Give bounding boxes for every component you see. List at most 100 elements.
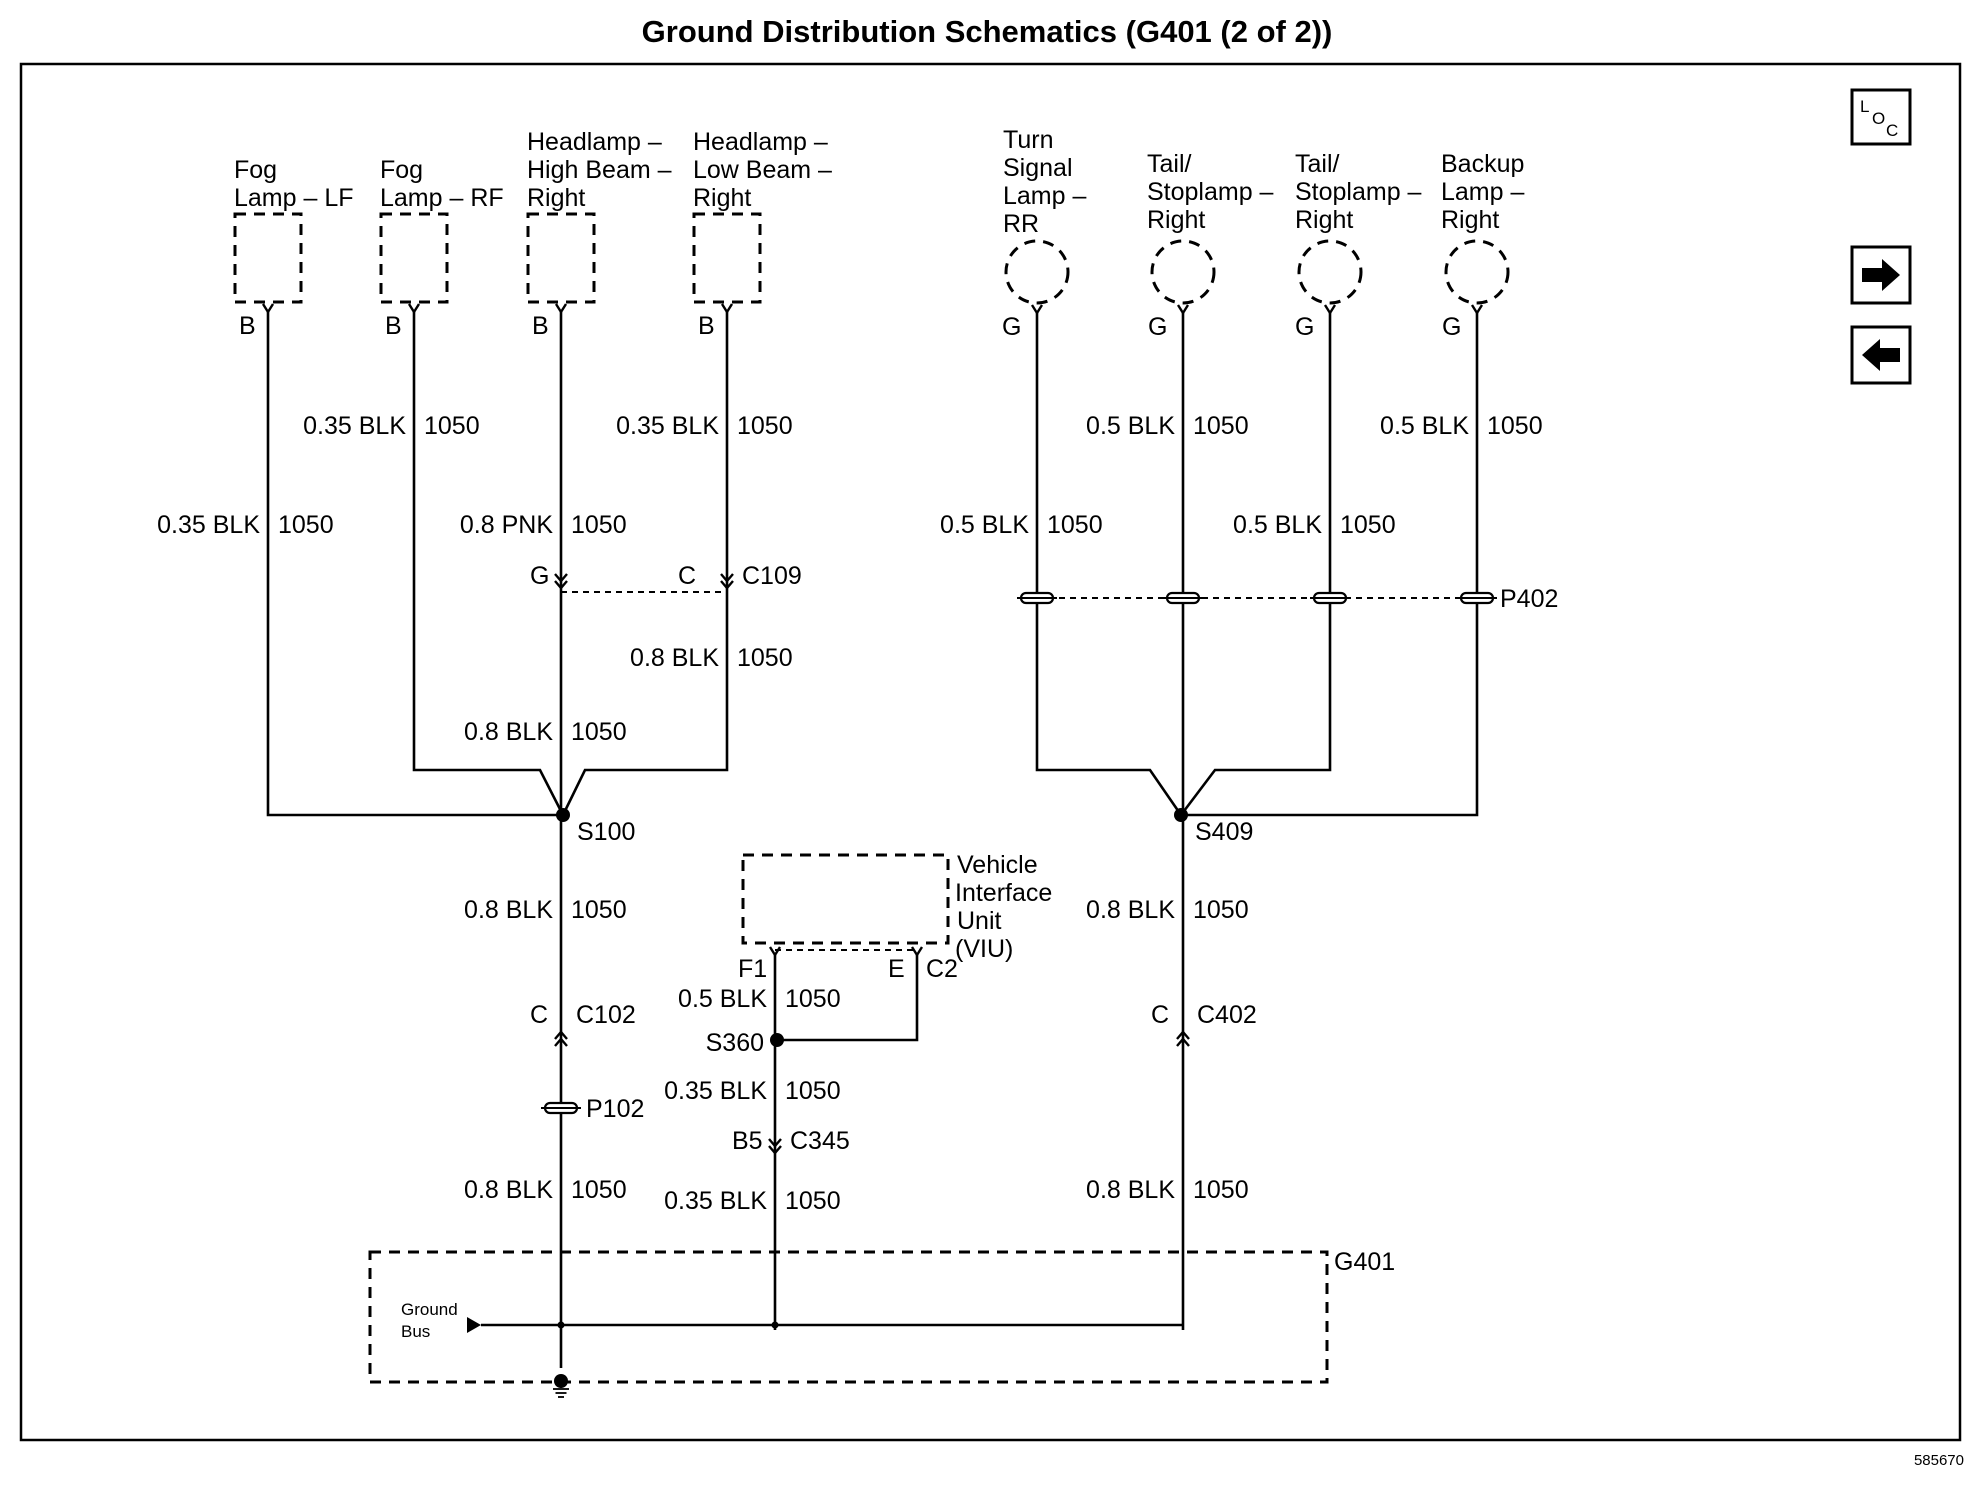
wire-p102-down-gauge: 0.8 BLK <box>464 1176 553 1204</box>
fog-lf-pin: B <box>239 312 256 340</box>
wire-s409-down-gauge: 0.8 BLK <box>1086 896 1175 924</box>
page-title: Ground Distribution Schematics (G401 (2 … <box>641 14 1333 49</box>
wire-hl-low-gauge: 0.35 BLK <box>616 412 719 440</box>
headlamp-low-beam-component <box>692 212 762 304</box>
wire-tail1-circuit: 1050 <box>1193 412 1249 440</box>
connector-p402: P402 <box>1500 585 1558 613</box>
wire-hl-high-gauge: 0.8 PNK <box>460 511 553 539</box>
viu-pin-e: E <box>888 955 905 983</box>
loc-letter-o: O <box>1872 109 1885 128</box>
splice-s409-label: S409 <box>1195 818 1253 846</box>
wire-hl-low <box>561 312 729 816</box>
tail2-pin: G <box>1295 313 1314 341</box>
ground-symbol-icon <box>553 1381 569 1398</box>
splice-s360-label: S360 <box>706 1029 764 1057</box>
wire-fog-rf <box>412 312 565 816</box>
c102-pin: C <box>530 1001 548 1029</box>
tail-stoplamp-right-component <box>1150 239 1216 305</box>
wire-tail2 <box>1179 313 1332 816</box>
wire-c402-down-gauge: 0.8 BLK <box>1086 1176 1175 1204</box>
connector-c102: C102 <box>576 1001 636 1029</box>
turn-signal-pin: G <box>1002 313 1021 341</box>
tail-stoplamp-label: Tail/Stoplamp –Right <box>1147 150 1274 234</box>
headlamp-low-beam-label: Headlamp –Low Beam –Right <box>693 128 832 212</box>
wire-s100-down-circuit: 1050 <box>571 896 627 924</box>
c109-pin-g: G <box>530 562 549 590</box>
splice-s100 <box>556 808 570 822</box>
wire-backup-gauge: 0.5 BLK <box>1380 412 1469 440</box>
wire-fog-rf-gauge: 0.35 BLK <box>303 412 406 440</box>
viu-pin-f1: F1 <box>738 955 767 983</box>
wire-fog-lf <box>266 312 563 817</box>
wire-hl-high-circuit: 1050 <box>571 511 627 539</box>
ground-g401-box <box>368 1250 1329 1384</box>
backup-pin: G <box>1442 313 1461 341</box>
fog-rf-pin: B <box>385 312 402 340</box>
wire-c345-down-gauge: 0.35 BLK <box>664 1187 767 1215</box>
viu-connector-c2: C2 <box>926 955 958 983</box>
wire-c345-down-circuit: 1050 <box>785 1187 841 1215</box>
connector-c109: C109 <box>742 562 802 590</box>
wire-backup-circuit: 1050 <box>1487 412 1543 440</box>
wire-fog-rf-circuit: 1050 <box>424 412 480 440</box>
hl-high-pin: B <box>532 312 549 340</box>
viu-label: Vehicle Interface Unit (VIU) <box>955 851 1059 963</box>
wire-p102-down-circuit: 1050 <box>571 1176 627 1204</box>
hl-low-pin: B <box>698 312 715 340</box>
wire-turn-signal <box>1035 313 1183 816</box>
figure-id: 585670 <box>1913 1452 1964 1469</box>
wire-backup <box>1181 313 1479 817</box>
wire-s409-down-circuit: 1050 <box>1193 896 1249 924</box>
previous-page-button[interactable] <box>1850 325 1912 385</box>
splice-s100-label: S100 <box>577 818 635 846</box>
wire-tail2-circuit: 1050 <box>1340 511 1396 539</box>
wire-turn-circuit: 1050 <box>1047 511 1103 539</box>
wire-hl-high-low-gauge: 0.8 BLK <box>464 718 553 746</box>
arrow-right-icon <box>1862 259 1900 291</box>
wire-hl-low-mid-circuit: 1050 <box>737 644 793 672</box>
fog-lamp-rf-component <box>379 212 449 304</box>
next-page-button[interactable] <box>1850 245 1912 305</box>
headlamp-high-beam-label: Headlamp –High Beam –Right <box>527 128 672 212</box>
splice-s360 <box>770 1033 784 1047</box>
location-button[interactable]: L O C <box>1850 88 1912 146</box>
wire-hl-high-low-circuit: 1050 <box>571 718 627 746</box>
headlamp-high-beam-component <box>526 212 596 304</box>
wire-tail2-gauge: 0.5 BLK <box>1233 511 1322 539</box>
connector-c345: C345 <box>790 1127 850 1155</box>
connector-p102: P102 <box>586 1095 644 1123</box>
c402-pin: C <box>1151 1001 1169 1029</box>
c109-pin-c: C <box>678 562 696 590</box>
tail1-pin: G <box>1148 313 1167 341</box>
tail-stoplamp-right-2-component <box>1297 239 1363 305</box>
ground-bus-arrow-icon <box>467 1317 481 1333</box>
wire-viu-e <box>777 955 919 1042</box>
ground-g401-label: G401 <box>1334 1248 1395 1276</box>
wire-viu-f1-gauge: 0.5 BLK <box>678 985 767 1013</box>
fog-lamp-lf-component <box>233 212 303 304</box>
wire-hl-low-mid-gauge: 0.8 BLK <box>630 644 719 672</box>
wire-hl-low-circuit: 1050 <box>737 412 793 440</box>
c345-pin-b5: B5 <box>732 1127 763 1155</box>
wire-fog-lf-circuit: 1050 <box>278 511 334 539</box>
arrow-left-icon <box>1862 339 1900 371</box>
connector-c402: C402 <box>1197 1001 1257 1029</box>
turn-signal-lamp-rr-component <box>1004 239 1070 305</box>
diagram-frame <box>19 62 1962 1442</box>
wire-s360-down-gauge: 0.35 BLK <box>664 1077 767 1105</box>
splice-s409 <box>1174 808 1188 822</box>
wire-s100-down-gauge: 0.8 BLK <box>464 896 553 924</box>
wire-viu-f1-circuit: 1050 <box>785 985 841 1013</box>
wire-fog-lf-gauge: 0.35 BLK <box>157 511 260 539</box>
viu-component <box>741 853 950 945</box>
wire-c402-down-circuit: 1050 <box>1193 1176 1249 1204</box>
wire-tail1-gauge: 0.5 BLK <box>1086 412 1175 440</box>
loc-letter-l: L <box>1860 97 1869 116</box>
wire-s360-down-circuit: 1050 <box>785 1077 841 1105</box>
wire-turn-gauge: 0.5 BLK <box>940 511 1029 539</box>
